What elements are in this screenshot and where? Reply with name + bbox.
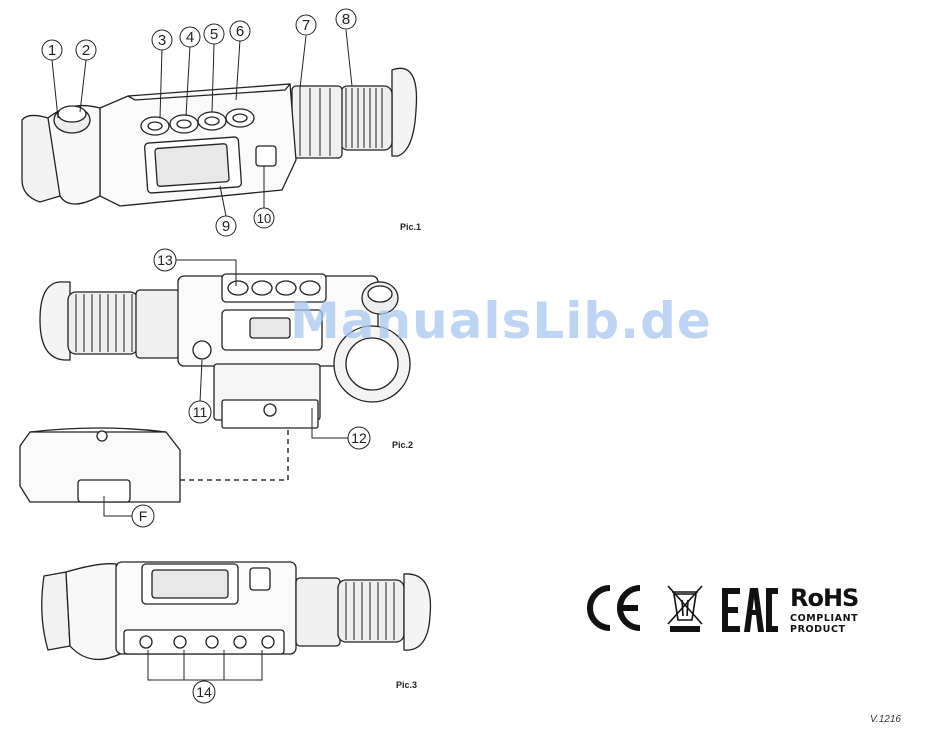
pic3-label: Pic.3 (396, 680, 417, 690)
watermark: ManualsLib.de (290, 292, 712, 350)
callout-2: 2 (82, 42, 90, 59)
pic1-label: Pic.1 (400, 222, 421, 232)
callout-10: 10 (257, 211, 271, 226)
rohs-subtitle: COMPLIANT PRODUCT (790, 613, 858, 635)
rohs-line1: COMPLIANT (790, 613, 858, 624)
pic2-label: Pic.2 (392, 440, 413, 450)
callout-14: 14 (196, 684, 212, 700)
weee-bin-icon (668, 586, 702, 624)
pic1-device-drawing: 1 2 3 4 5 6 7 8 9 10 (0, 0, 460, 240)
rohs-line2: PRODUCT (790, 624, 858, 635)
callout-5: 5 (210, 26, 218, 43)
callout-9: 9 (222, 218, 230, 235)
callout-8: 8 (342, 11, 350, 28)
eac-mark-icon (722, 588, 778, 632)
callout-1: 1 (48, 42, 56, 59)
rohs-title: RoHS (790, 584, 858, 612)
callout-13: 13 (157, 252, 173, 268)
version-label: V.1216 (870, 714, 901, 725)
callout-6: 6 (236, 23, 244, 40)
callout-4: 4 (186, 29, 194, 46)
callout-F: F (139, 508, 148, 524)
pic3-device-drawing: 14 (0, 550, 460, 710)
pic2-device-drawing: 13 11 12 F (0, 240, 460, 530)
callout-7: 7 (302, 17, 310, 34)
callout-3: 3 (158, 32, 166, 49)
callout-12: 12 (351, 430, 367, 446)
callout-11: 11 (193, 404, 208, 420)
compliance-marks: RoHS COMPLIANT PRODUCT (578, 580, 848, 640)
ce-mark-icon (578, 580, 778, 640)
